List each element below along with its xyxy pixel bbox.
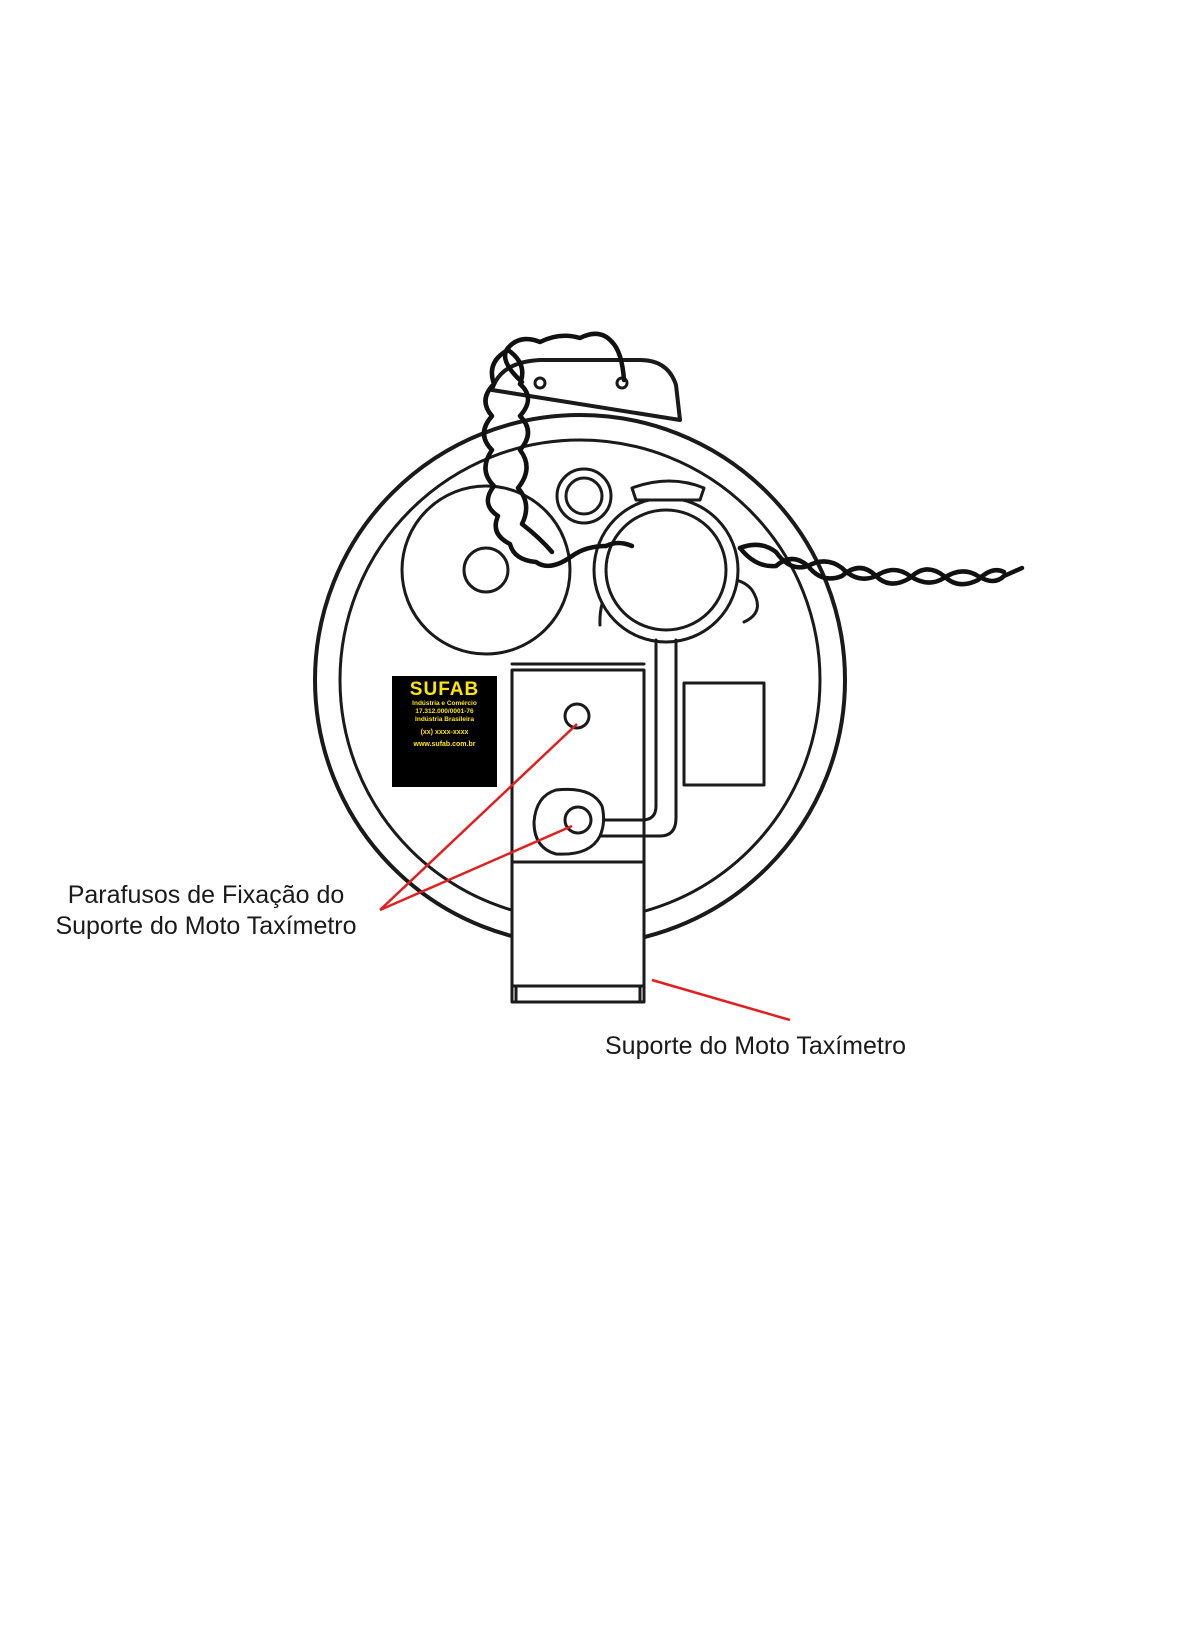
- tab-hole-left: [533, 376, 547, 390]
- plate-line1: Indústria e Comércio: [412, 700, 477, 707]
- side-box: [682, 681, 766, 787]
- left-disc: [400, 484, 572, 656]
- screw-upper: [563, 702, 591, 730]
- sufab-plate: SUFAB Indústria e Comércio 17.312.000/00…: [392, 676, 497, 787]
- top-tab: [490, 358, 682, 422]
- plate-brand: SUFAB: [409, 679, 480, 700]
- plate-website: www.sufab.com.br: [413, 741, 476, 748]
- leader-lines: [379, 723, 791, 1022]
- leader-screw-lower: [379, 824, 573, 912]
- top-post: [555, 467, 613, 525]
- screws-label: Parafusos de Fixação do Suporte do Moto …: [38, 880, 374, 942]
- plate-phone: (xx) xxxx-xxxx: [420, 729, 469, 736]
- plate-line2: 17.312.000/0001-76: [415, 708, 474, 715]
- leader-support: [651, 978, 791, 1022]
- support-label: Suporte do Moto Taxímetro: [605, 1032, 907, 1060]
- leader-screw-upper: [379, 723, 578, 911]
- screws-label-line2: Suporte do Moto Taxímetro: [55, 912, 357, 940]
- screw-lower: [563, 805, 593, 835]
- chain: [481, 331, 1025, 587]
- screws-label-line1: Parafusos de Fixação do: [67, 881, 345, 909]
- plate-line3: Indústria Brasileira: [415, 716, 474, 723]
- connector-cap: [592, 479, 759, 644]
